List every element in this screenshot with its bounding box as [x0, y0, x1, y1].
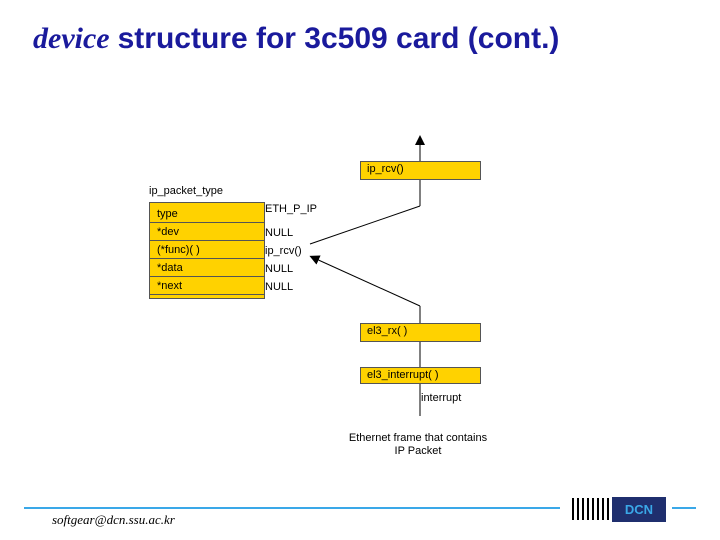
field-value-type: ETH_P_IP: [265, 203, 317, 215]
footer-email: softgear@dcn.ssu.ac.kr: [52, 512, 175, 527]
footer-divider-right: [672, 507, 696, 509]
field-value-dev: NULL: [265, 227, 294, 239]
dcn-logo: DCN: [612, 497, 666, 522]
ip-rcv-box: ip_rcv(): [360, 161, 481, 180]
arrow-el3-rx-to-func: [309, 255, 421, 307]
struct-name-label: ip_packet_type: [149, 185, 223, 197]
field-value-data: NULL: [265, 263, 294, 275]
el3-rx-box: el3_rx( ): [360, 323, 481, 342]
struct-field-type: type: [150, 205, 264, 223]
struct-field-dev: *dev: [150, 223, 264, 241]
line-func-to-ip-rcv: [309, 205, 421, 245]
interrupt-label: interrupt: [421, 392, 462, 404]
logo-barcode-icon: [572, 498, 609, 520]
field-value-next: NULL: [265, 281, 294, 293]
ip-packet-type-struct: type *dev (*func)( ) *data *next: [149, 202, 265, 299]
frame-caption-line1: Ethernet frame that contains: [348, 432, 488, 444]
slide-title-rest: structure for 3c509 card (cont.): [117, 22, 560, 55]
struct-field-func: (*func)( ): [150, 241, 264, 259]
frame-caption-line2: IP Packet: [394, 445, 442, 457]
el3-interrupt-box: el3_interrupt( ): [360, 367, 481, 384]
struct-field-data: *data: [150, 259, 264, 277]
footer-divider-left: [24, 507, 560, 509]
struct-field-next: *next: [150, 277, 264, 295]
field-value-func: ip_rcv(): [265, 245, 302, 257]
slide-title-italic: device: [33, 22, 110, 55]
